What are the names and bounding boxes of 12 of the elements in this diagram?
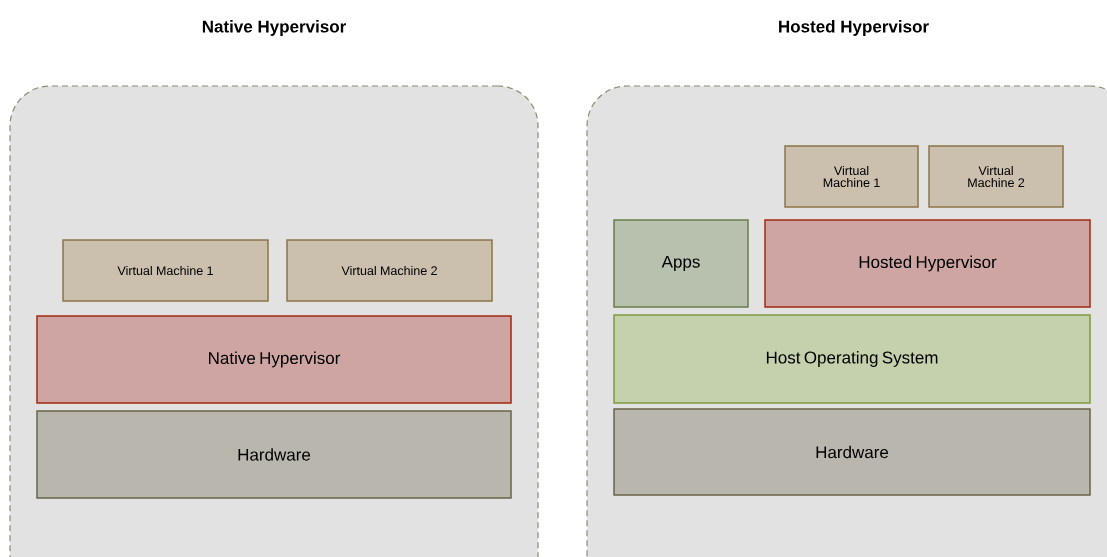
hypervisor-layer: Native Hypervisor	[36, 315, 512, 404]
os-layer: Host Operating System	[613, 314, 1091, 404]
hypervisor-layer: Hosted Hypervisor	[764, 219, 1091, 308]
heading: Hosted Hypervisor	[779, 20, 929, 36]
hardware-layer: Hardware	[36, 410, 512, 499]
vm-box: Virtual Machine 2	[286, 239, 493, 302]
vm-box: Virtual Machine 1	[62, 239, 269, 302]
hardware-layer: Hardware	[613, 408, 1091, 496]
apps-box: Apps	[613, 219, 749, 308]
vm-box: Virtual Machine 2	[928, 145, 1064, 208]
heading: Native Hypervisor	[202, 20, 346, 36]
vm-box: Virtual Machine 1	[784, 145, 919, 208]
